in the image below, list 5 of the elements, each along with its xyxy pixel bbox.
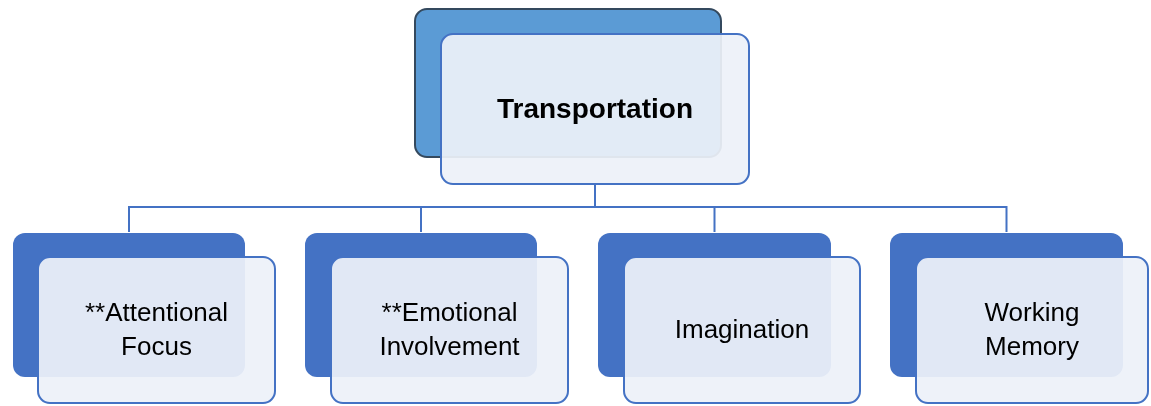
box-label: Working Memory (983, 296, 1081, 363)
box-label: **Attentional Focus (83, 296, 230, 363)
box-label: Transportation (497, 91, 693, 126)
box-label: **Emotional Involvement (378, 296, 521, 363)
box-label: Imagination (674, 313, 810, 347)
